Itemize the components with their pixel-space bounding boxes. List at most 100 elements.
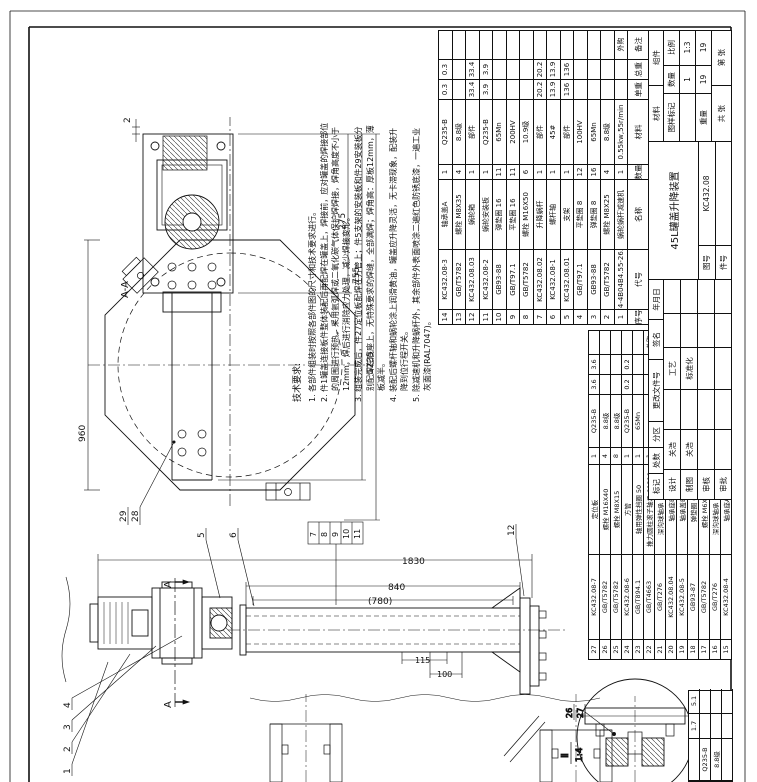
cell: 蜗轮蜗杆减速机 [614, 180, 628, 250]
cell [611, 330, 622, 355]
cell: 3.9 [479, 80, 493, 100]
cell [664, 280, 681, 314]
cell: 年月日 [649, 280, 664, 320]
cell: GB/T97.1 [506, 250, 520, 310]
cell: 螺栓 M8X35 [452, 180, 466, 250]
cell: 0.3 [439, 80, 453, 100]
cell: 螺栓 M16X50 [520, 180, 534, 250]
cell: KC432.08-2 [479, 250, 493, 310]
cell: SW74-4B04B4.55-26.70-J [614, 250, 628, 310]
cell [715, 142, 732, 246]
cell: 1 [589, 448, 600, 465]
cell: 8.8级 [711, 739, 722, 781]
cell: 8.8级 [611, 395, 622, 448]
cell: 18 [688, 640, 699, 660]
cell: GB/T5782 [611, 555, 622, 640]
cell [506, 60, 520, 80]
main-view-dimensions [97, 554, 533, 678]
cell [715, 430, 732, 470]
technical-requirements: 技术要求: 1. 各部件组装时按照各部件图的尺寸和技术要求进行。 2. 件1罐盖… [292, 120, 435, 402]
section-cut-line [174, 577, 191, 707]
cell: 8 [611, 448, 622, 465]
dim-840: 840 [388, 583, 405, 593]
tech-req-item: 2. 件1罐盖连接板件整体装配后再配焊在罐盖上，焊接前，应对罐盖的焊接部位的周围… [319, 122, 352, 402]
cell: 方管 [622, 465, 633, 555]
cell: 19 [696, 30, 712, 66]
cell: 外购 [614, 30, 628, 60]
cell: 23 [633, 640, 644, 660]
cell: 8.8级 [600, 395, 611, 448]
cell [715, 348, 732, 390]
cell: 材料 [628, 100, 649, 165]
detail-label: Ⅱ [560, 753, 571, 758]
cell [681, 280, 698, 314]
cell: 材料 [649, 86, 664, 142]
cell: 定位板 [589, 465, 600, 555]
cell: 第 张 [712, 30, 732, 86]
cell [560, 30, 574, 60]
cell: 13 [452, 310, 466, 325]
cell: 100HV [574, 100, 588, 165]
cell: 6 [520, 165, 534, 180]
cell [715, 390, 732, 430]
cell: GB/T5782 [452, 250, 466, 310]
cell: 部件 [533, 100, 547, 165]
cell [547, 30, 561, 60]
cell: 平垫圈 8 [574, 180, 588, 250]
cell [493, 30, 507, 60]
tech-req-item: 5. 除减速机和升降蜗杆外，其余部件外表面喷涂二遍红色防锈底漆，一遍工业灰面漆(… [412, 127, 433, 402]
cell: 组件 [649, 30, 664, 86]
cell: Q235-B [622, 395, 633, 448]
cell: KC432.08-7 [589, 555, 600, 640]
cell [601, 30, 615, 60]
cell: 序号 [628, 310, 649, 325]
cell [600, 375, 611, 395]
cell: 8.8级 [601, 100, 615, 165]
drawing-title: 45L罐盖升降装置 [649, 142, 699, 280]
cell: 200HV [506, 100, 520, 165]
cell [698, 280, 715, 314]
cell: GB93-88 [493, 250, 507, 310]
cell [601, 80, 615, 100]
main-view-dim-labels: (780) 840 1830 115 100 A A [163, 557, 452, 708]
cell: GB/T894.1 [633, 555, 644, 640]
cell: 比例 [664, 30, 680, 66]
cell [506, 80, 520, 100]
cell: KC432.08.04 [666, 555, 677, 640]
cell: 5 [560, 310, 574, 325]
cell: 1:3 [680, 30, 696, 66]
cell: KC432.08-6 [622, 555, 633, 640]
cell: 21 [655, 640, 666, 660]
cell [698, 348, 715, 390]
callout-29: 29 [119, 510, 129, 522]
cell: 1 [479, 165, 493, 180]
callout-10: 10 [342, 529, 351, 539]
cell [700, 689, 711, 714]
cell [633, 355, 644, 375]
cell: 共 张 [712, 86, 732, 142]
cell [680, 94, 696, 142]
cell: 20.2 [533, 80, 547, 100]
cell [614, 80, 628, 100]
cell: 总重 [628, 60, 649, 80]
cell [700, 714, 711, 739]
cell: 工艺 [664, 348, 681, 390]
dim-1830: 1830 [402, 557, 425, 567]
cell: 标记 [649, 474, 664, 500]
main-view [61, 576, 613, 782]
cell: 分区 [649, 422, 664, 448]
cell: KC432.08.01 [560, 250, 574, 310]
cell: 16 [587, 165, 601, 180]
cell: KC432.08 [699, 142, 716, 246]
cell [633, 330, 644, 355]
tech-req-item: 4. 装配后螺杆轴和蜗轮涂上润滑黄油，罐盖应升降灵活，无卡滞现象，配装升降到位行… [388, 127, 410, 402]
cell [600, 355, 611, 375]
cell: 14 [439, 310, 453, 325]
cell: 轴用弹性挡圈 50 [633, 465, 644, 555]
cell: 部件 [466, 100, 480, 165]
bom-header-row: 序号代号名称数量材料单重总重备注 [627, 30, 649, 325]
cell: GB/T5782 [520, 250, 534, 310]
